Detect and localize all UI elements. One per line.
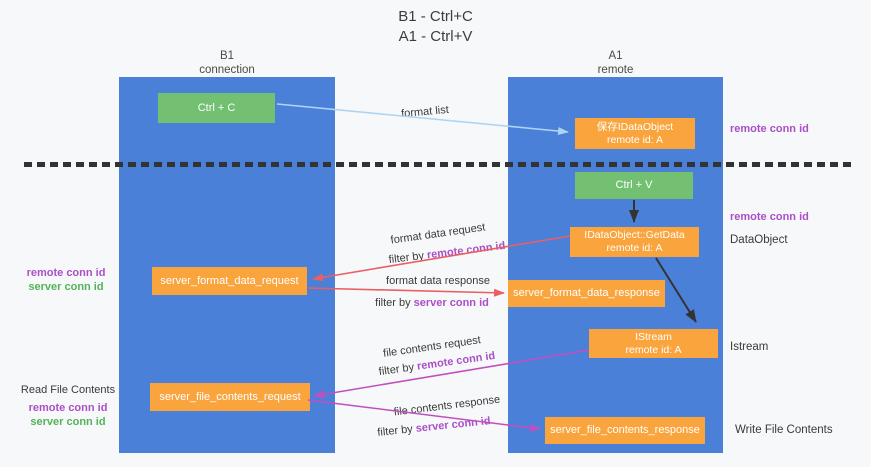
remote-conn-id-label-mid: remote conn id: [730, 211, 809, 223]
title-line-1: B1 - Ctrl+C: [398, 8, 473, 25]
format-list-label: format list: [400, 103, 450, 121]
server-file-contents-response-label: server_file_contents_response: [550, 424, 700, 436]
left-conn-id-block-top: remote conn id server conn id: [15, 266, 117, 294]
istream-line1: IStream: [635, 330, 672, 343]
filter-value-server-conn-id: server conn id: [413, 297, 489, 309]
remote-conn-id-label-top: remote conn id: [730, 123, 809, 135]
save-idataobject-line2: remote id: A: [606, 133, 664, 146]
istream-side-label: Istream: [730, 341, 769, 353]
idataobject-getdata-box: IDataObject::GetData remote id: A: [570, 227, 699, 257]
server-format-data-response-label: server_format_data_response: [513, 287, 660, 299]
left-conn-id-block-bottom: Read File Contents remote conn id server…: [12, 383, 124, 429]
lane-header-a1: A1 remote: [508, 50, 723, 77]
remote-conn-id-label-left: remote conn id: [26, 267, 106, 279]
remote-conn-id-label-left-bottom: remote conn id: [28, 402, 108, 414]
format-data-response-arrow: [307, 287, 505, 297]
filter-prefix: filter by: [378, 361, 415, 379]
format-data-response-label: format data response: [386, 275, 490, 287]
idataobject-getdata-line2: remote id: A: [606, 242, 663, 254]
lane-b1-subtitle: connection: [199, 63, 255, 76]
ctrl-c-label: Ctrl + C: [197, 101, 236, 114]
server-format-data-response-box: server_format_data_response: [508, 280, 665, 307]
title-line-2: A1 - Ctrl+V: [398, 28, 473, 45]
filter-prefix: filter by: [388, 249, 425, 267]
filter-prefix: filter by: [375, 297, 411, 309]
filter-prefix: filter by: [376, 423, 414, 439]
server-format-data-request-label: server_format_data_request: [160, 274, 299, 287]
server-file-contents-request-box: server_file_contents_request: [150, 383, 310, 411]
server-conn-id-label-left-bottom: server conn id: [30, 416, 106, 428]
server-file-contents-response-box: server_file_contents_response: [545, 417, 705, 444]
lane-b1-title: B1: [219, 50, 235, 62]
ctrl-v-box: Ctrl + V: [575, 172, 693, 199]
lane-a1-subtitle: remote: [597, 63, 634, 76]
server-file-contents-request-label: server_file_contents_request: [159, 390, 301, 403]
phase-separator-dashed-line: [24, 162, 851, 167]
filter-value-remote-conn-id: remote conn id: [426, 239, 506, 262]
ctrl-c-box: Ctrl + C: [158, 93, 275, 123]
idataobject-getdata-line1: IDataObject::GetData: [584, 229, 685, 241]
server-format-data-request-box: server_format_data_request: [152, 267, 307, 295]
diagram-title: B1 - Ctrl+C A1 - Ctrl+V: [0, 7, 871, 47]
save-idataobject-box: 保存IDataObject remote id: A: [575, 118, 695, 149]
istream-box: IStream remote id: A: [589, 329, 718, 358]
save-idataobject-line1: 保存IDataObject: [596, 120, 674, 133]
format-data-request-label: format data request: [389, 221, 487, 247]
ctrl-v-label: Ctrl + V: [615, 179, 653, 191]
dataobject-label: DataObject: [730, 234, 788, 246]
server-conn-id-label-left: server conn id: [28, 281, 104, 293]
lane-header-b1: B1 connection: [119, 50, 335, 77]
format-data-response-filter-label: filter by server conn id: [375, 297, 489, 309]
read-file-contents-label: Read File Contents: [20, 384, 116, 396]
istream-line2: remote id: A: [625, 343, 682, 356]
write-file-contents-label: Write File Contents: [735, 424, 833, 436]
filter-value-server-conn-id: server conn id: [415, 415, 492, 435]
lane-a1-title: A1: [608, 50, 623, 62]
file-contents-response-filter-label: filter by server conn id: [377, 415, 491, 439]
